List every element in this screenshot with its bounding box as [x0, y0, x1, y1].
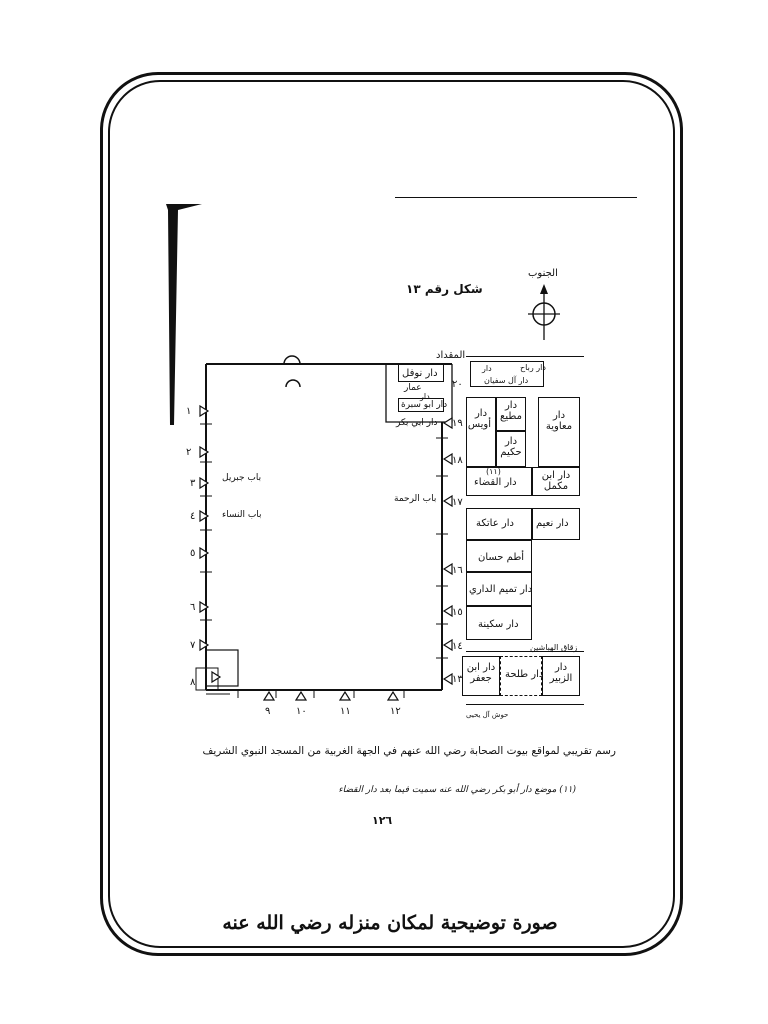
house-talha: دار طلحة	[505, 669, 544, 680]
house-atika-box	[466, 508, 532, 540]
house-miqdad: المقداد	[436, 350, 466, 361]
house-zubayr-box	[542, 656, 580, 696]
gate-number-11: ١١	[340, 706, 351, 717]
gate-number-20: ٢٠	[452, 379, 463, 390]
house-aal-sufyan: دار آل سفيان	[484, 376, 529, 385]
ornament-bar	[166, 204, 202, 425]
house-hakim-box	[496, 431, 526, 467]
gate-number-10: ١٠	[296, 706, 307, 717]
house-utum-hassan-box	[466, 540, 532, 572]
gate-number-13: ١٣	[452, 674, 463, 685]
page-number: ١٢٦	[372, 814, 393, 827]
house-atika: دار عاتكة	[476, 518, 514, 529]
top-rule	[395, 197, 637, 198]
compass-icon	[528, 284, 560, 340]
gate-number-19: ١٩	[452, 418, 463, 429]
house-uways-box	[466, 397, 496, 467]
gate-nisa: باب النساء	[222, 510, 262, 520]
house-ibn-mukmil: دار ابن مكمل	[541, 470, 571, 492]
gate-number-18: ١٨	[452, 455, 463, 466]
gate-jibril: باب جبريل	[222, 473, 262, 483]
gate-number-1: ١	[186, 406, 192, 417]
house-talha-box	[500, 656, 542, 696]
alley-rule	[466, 651, 584, 652]
alley-zuqaq: زقاق الهباشين	[530, 643, 578, 652]
house-sukayna: دار سكينة	[478, 619, 519, 630]
gate-rahma: باب الرحمة	[394, 494, 437, 504]
house-sukayna-box	[466, 606, 532, 640]
figure-label: شكل رقم ١٣	[406, 282, 483, 296]
house-dar-small: دار	[482, 364, 492, 373]
compass-label: الجنوب	[528, 268, 558, 279]
house-ibn-mukmil-box	[532, 467, 580, 496]
house-ibn-jafar: دار ابن جعفر	[466, 662, 496, 684]
gate-number-15: ١٥	[452, 607, 463, 618]
gate-number-6: ٦	[190, 602, 196, 613]
house-qada-box	[466, 467, 532, 496]
page-frame-inner	[108, 80, 675, 948]
house-muti-box	[496, 397, 526, 431]
gate-number-2: ٢	[186, 447, 192, 458]
gate-number-14: ١٤	[452, 641, 463, 652]
house-uways: دار أويس	[467, 408, 491, 430]
house-tamim-box	[466, 572, 532, 606]
mosque-plan	[195, 355, 453, 701]
handwritten-note: (١١) موضع دار أبو بكر رضي الله عنه سميت …	[338, 785, 576, 795]
gate-number-12: ١٢	[390, 706, 401, 717]
house-qada-num: (١١)	[486, 467, 501, 476]
house-abu-bakr: دار ابي بكر	[396, 418, 438, 428]
house-dar-small2: دار	[420, 392, 430, 401]
gate-number-7: ٧	[190, 640, 196, 651]
gate-number-9: ٩	[265, 706, 271, 717]
house-utum-hassan: أطم حسان	[478, 552, 525, 563]
gate-number-3: ٣	[190, 478, 196, 489]
house-muawiya: دار معاوية	[545, 410, 573, 432]
house-muti: دار مطيع	[500, 400, 522, 422]
house-nuaym: دار نعيم	[536, 518, 569, 529]
house-hakim: دار حكيم	[500, 436, 522, 458]
page-frame-outer	[100, 72, 683, 956]
house-hawsh: حوش آل يحيى	[466, 711, 509, 719]
houses-bottom-rule	[466, 704, 584, 705]
house-nuaym-box	[532, 508, 580, 540]
gate-number-8: ٨	[190, 677, 196, 688]
house-zubayr: دار الزبير	[549, 662, 573, 684]
house-ibn-jafar-box	[462, 656, 500, 696]
gate-number-5: ٥	[190, 548, 196, 559]
house-rabah: دار رباح	[520, 363, 546, 372]
house-qada: دار القضاء	[474, 477, 517, 488]
house-abu-sabra-box	[398, 398, 444, 412]
house-tamim: دار تميم الداري	[469, 584, 533, 595]
house-ammar: عمار	[404, 383, 422, 393]
bottom-title: صورة توضيحية لمكان منزله رضي الله عنه	[222, 912, 558, 934]
gate-number-4: ٤	[190, 511, 196, 522]
house-nawfal-box	[398, 364, 444, 382]
gate-number-17: ١٧	[452, 497, 463, 508]
house-muawiya-box	[538, 397, 580, 467]
gate-number-16: ١٦	[452, 565, 463, 576]
house-rabah-box	[470, 361, 544, 387]
house-nawfal: دار نوفل	[402, 368, 438, 379]
house-abu-sabra: دار ابو سبرة	[401, 400, 448, 410]
houses-top-rule	[466, 356, 584, 357]
figure-caption: رسم تقريبي لمواقع بيوت الصحابة رضي الله …	[202, 745, 617, 757]
